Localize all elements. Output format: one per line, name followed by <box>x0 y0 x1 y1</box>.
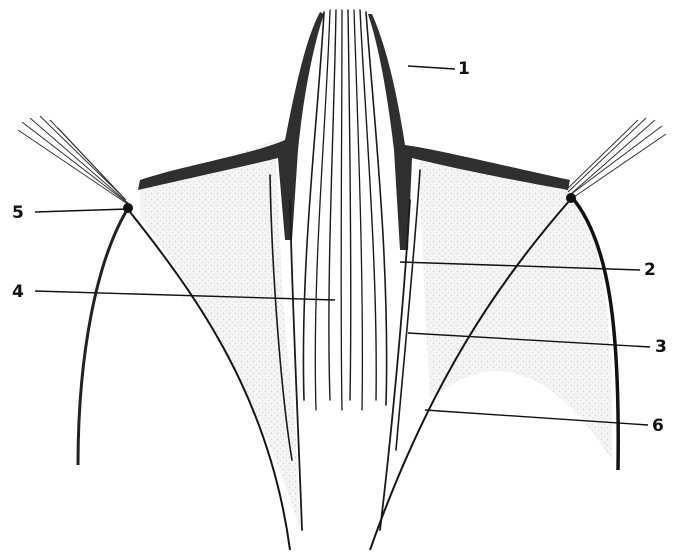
label-3: 3 <box>655 337 667 357</box>
left-stippled-region <box>140 140 300 530</box>
label-6: 6 <box>652 416 664 436</box>
right-stippled-region <box>420 150 612 460</box>
leader-line-1 <box>408 66 455 69</box>
label-4: 4 <box>12 282 24 302</box>
leader-line-5 <box>35 209 128 212</box>
right-frayed-tendon <box>566 118 666 197</box>
left-attachment-knot <box>123 203 133 213</box>
left-shoulder-arc <box>78 205 130 465</box>
label-2: 2 <box>644 260 656 280</box>
label-1: 1 <box>458 59 470 79</box>
leader-line-6 <box>425 410 648 425</box>
central-fiber-bundle <box>303 10 386 410</box>
label-5: 5 <box>12 203 24 223</box>
leader-line-4 <box>35 291 335 300</box>
left-frayed-tendon <box>18 116 132 207</box>
right-attachment-knot <box>566 193 576 203</box>
